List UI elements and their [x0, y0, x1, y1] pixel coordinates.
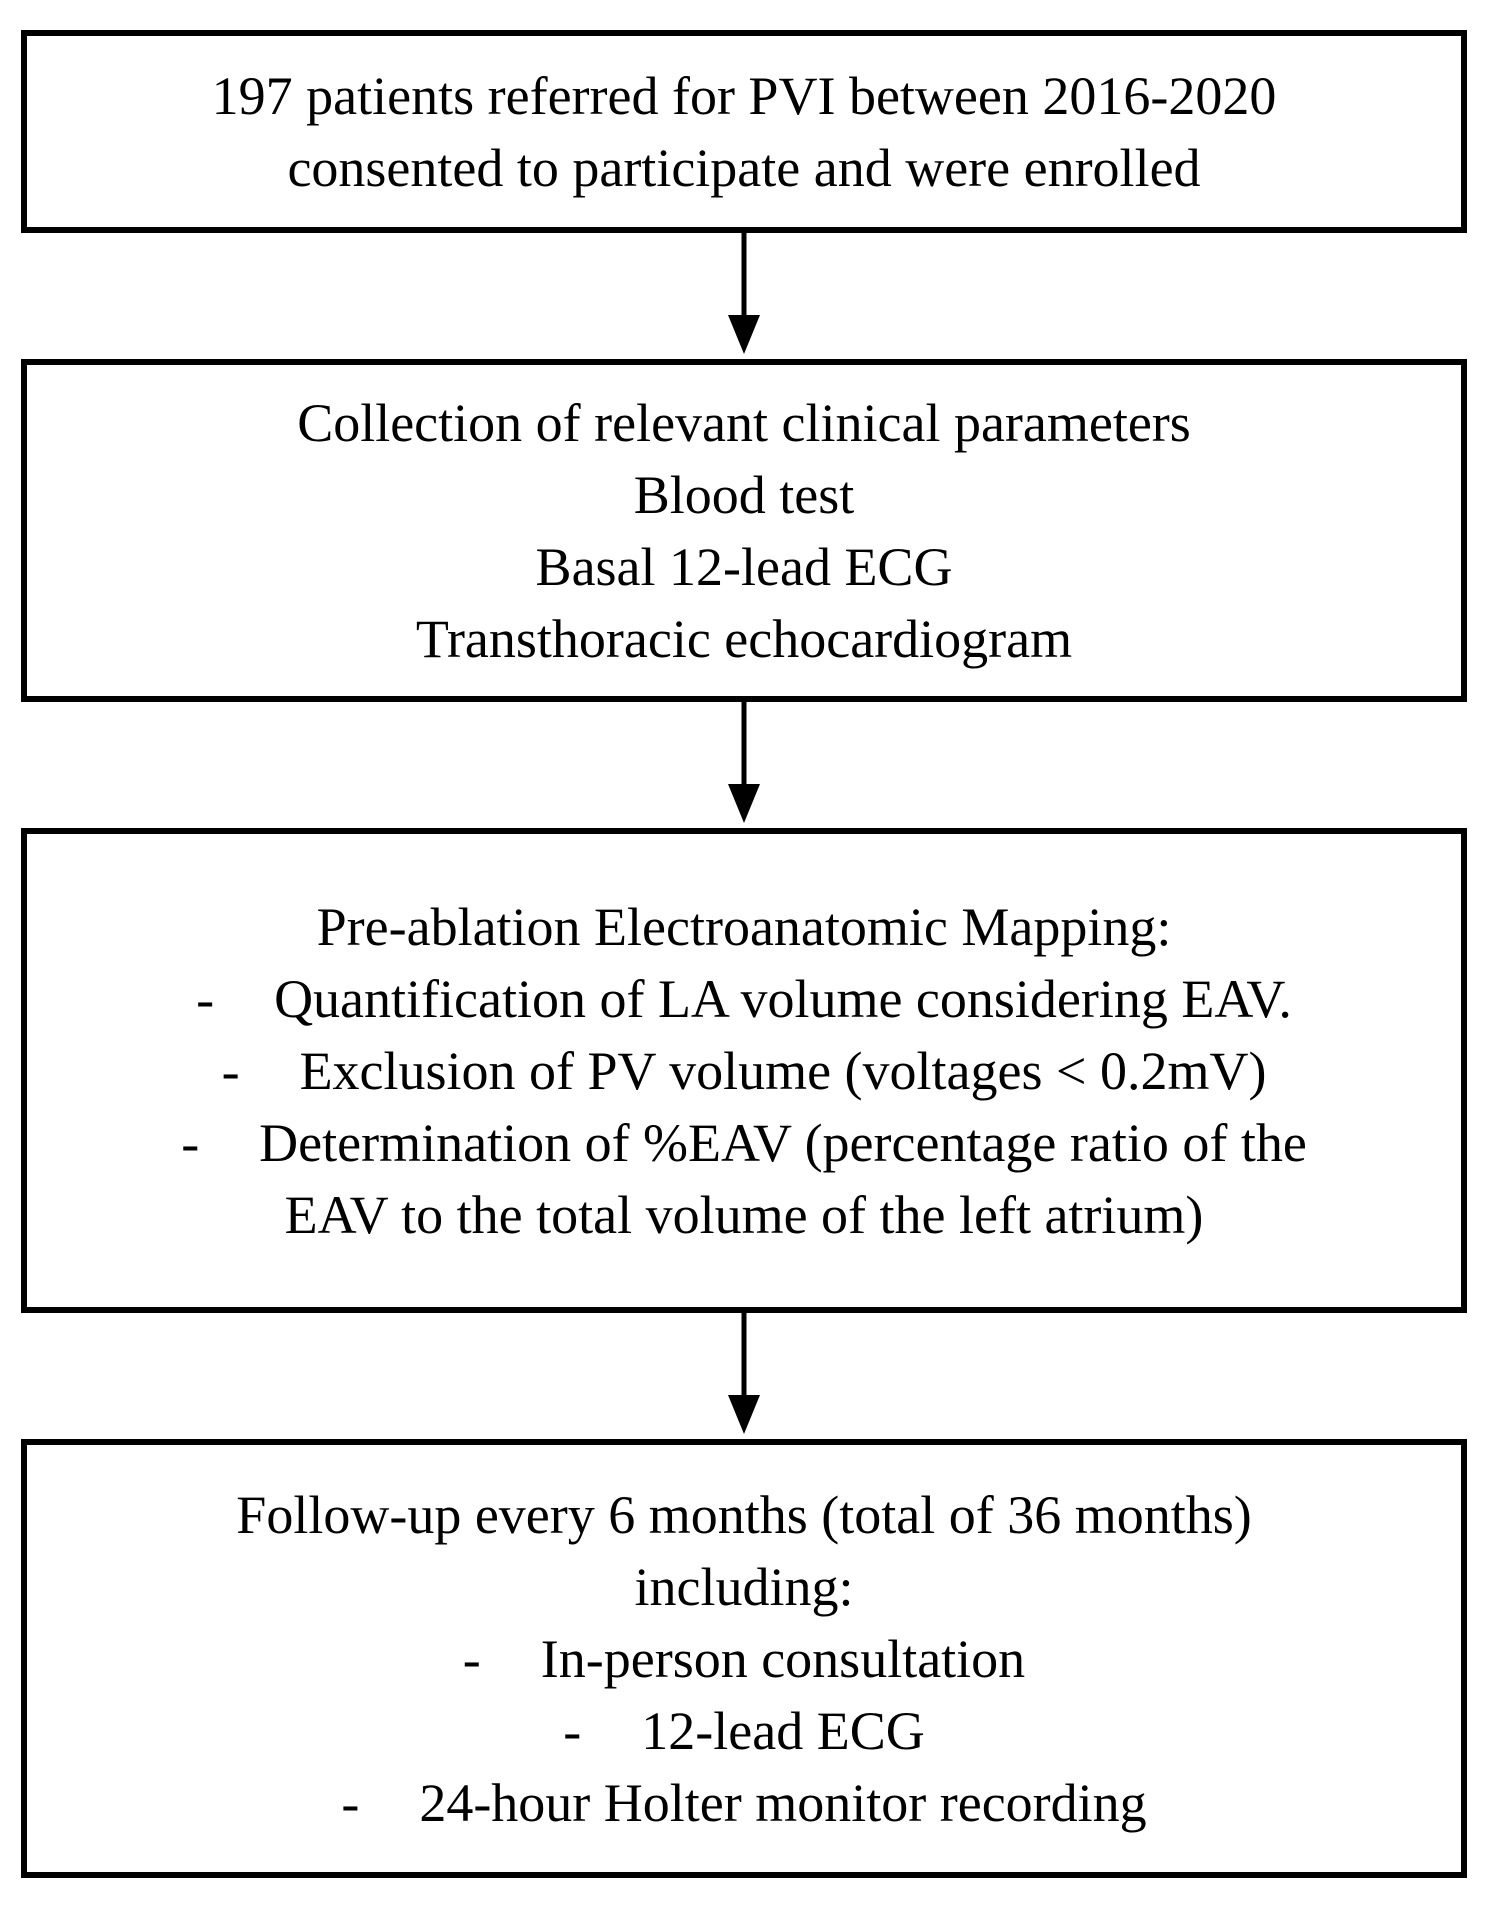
- text-line: Collection of relevant clinical paramete…: [297, 387, 1191, 459]
- text-line: Pre-ablation Electroanatomic Mapping:: [317, 891, 1172, 963]
- text-line: Blood test: [634, 459, 855, 531]
- text-line: Basal 12-lead ECG: [536, 531, 953, 603]
- bullet-line: -Determination of %EAV (percentage ratio…: [181, 1107, 1307, 1179]
- text-line: including:: [635, 1551, 854, 1623]
- bullet-line: -12-lead ECG: [563, 1695, 924, 1767]
- bullet-dash: -: [181, 1112, 200, 1173]
- connector: [21, 1313, 1467, 1439]
- bullet-dash: -: [462, 1628, 481, 1689]
- down-arrow-icon: [728, 233, 760, 354]
- line-text: consented to participate and were enroll…: [287, 137, 1201, 198]
- bullet-line: -Exclusion of PV volume (voltages < 0.2m…: [222, 1035, 1267, 1107]
- line-text: Determination of %EAV (percentage ratio …: [259, 1112, 1307, 1173]
- bullet-dash: -: [563, 1700, 582, 1761]
- bullet-line: -Quantification of LA volume considering…: [196, 963, 1292, 1035]
- flow-box-pre-ablation-mapping: Pre-ablation Electroanatomic Mapping: -Q…: [21, 828, 1467, 1313]
- flow-box-baseline-assessment: Collection of relevant clinical paramete…: [21, 359, 1467, 702]
- line-text: Basal 12-lead ECG: [535, 536, 953, 597]
- line-text: including:: [634, 1556, 854, 1617]
- bullet-dash: -: [221, 1040, 240, 1101]
- connector: [21, 233, 1467, 359]
- line-text: Quantification of LA volume considering …: [274, 968, 1292, 1029]
- down-arrow-icon: [728, 1313, 760, 1434]
- line-text: 24-hour Holter monitor recording: [419, 1772, 1147, 1833]
- line-text: 197 patients referred for PVI between 20…: [211, 65, 1277, 126]
- bullet-dash: -: [196, 968, 215, 1029]
- line-text: Transthoracic echocardiogram: [415, 608, 1073, 669]
- connector: [21, 702, 1467, 828]
- bullet-line: -In-person consultation: [463, 1623, 1025, 1695]
- study-flowchart: 197 patients referred for PVI between 20…: [21, 30, 1467, 1878]
- bullet-line: -24-hour Holter monitor recording: [341, 1767, 1146, 1839]
- line-text: In-person consultation: [540, 1628, 1026, 1689]
- text-line: Follow-up every 6 months (total of 36 mo…: [236, 1479, 1251, 1551]
- text-line: consented to participate and were enroll…: [287, 132, 1200, 204]
- bullet-dash: -: [341, 1772, 360, 1833]
- line-text: Follow-up every 6 months (total of 36 mo…: [236, 1484, 1252, 1545]
- line-text: EAV to the total volume of the left atri…: [284, 1184, 1204, 1245]
- text-line: 197 patients referred for PVI between 20…: [212, 60, 1277, 132]
- line-text: Exclusion of PV volume (voltages < 0.2mV…: [299, 1040, 1267, 1101]
- line-text: Pre-ablation Electroanatomic Mapping:: [316, 896, 1172, 957]
- line-text: Collection of relevant clinical paramete…: [297, 392, 1191, 453]
- flow-box-follow-up: Follow-up every 6 months (total of 36 mo…: [21, 1439, 1467, 1878]
- flow-box-enrollment: 197 patients referred for PVI between 20…: [21, 30, 1467, 233]
- line-text: 12-lead ECG: [641, 1700, 925, 1761]
- text-line: Transthoracic echocardiogram: [416, 603, 1072, 675]
- text-line: EAV to the total volume of the left atri…: [285, 1179, 1204, 1251]
- down-arrow-icon: [728, 702, 760, 823]
- line-text: Blood test: [633, 464, 855, 525]
